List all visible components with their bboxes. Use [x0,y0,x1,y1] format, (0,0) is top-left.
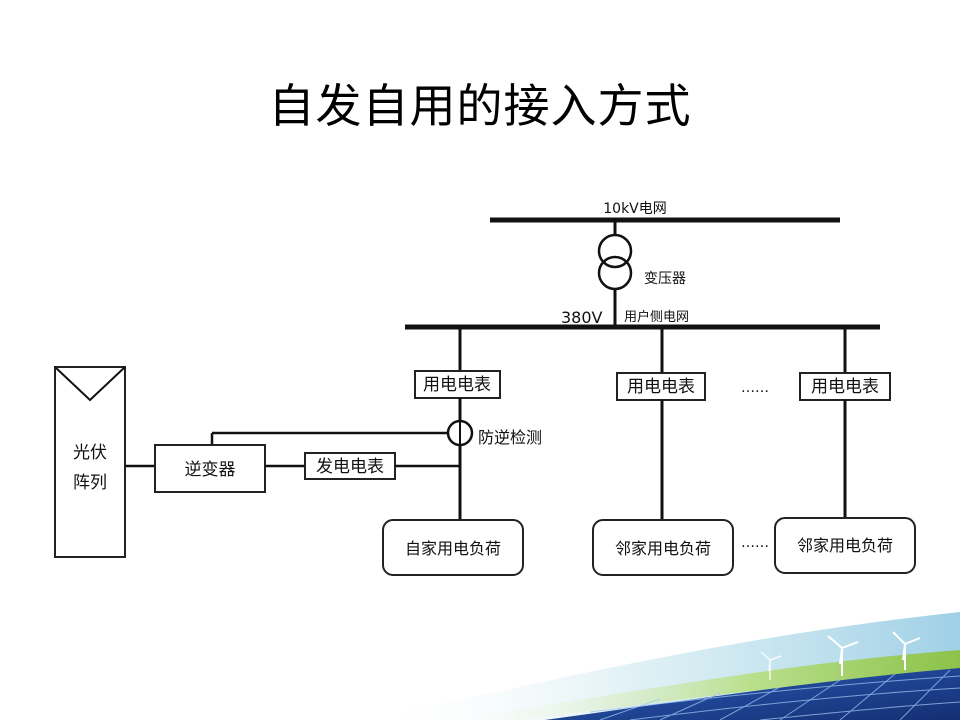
meter-label-2: 用电电表 [627,377,695,397]
pv-label-line2: 阵列 [73,473,107,493]
inverter-box [154,444,266,493]
inverter-label: 逆变器 [185,460,236,480]
gen-meter-box [304,452,396,480]
slide-title: 自发自用的接入方式 [268,79,692,133]
voltage-label: 380V [561,308,603,327]
10kv-grid-label: 10kV电网 [603,201,667,217]
pv-array-symbol [54,366,126,402]
grass-band [440,650,960,720]
meter-box-2 [616,372,706,401]
wind-turbine-icon [760,651,782,680]
meters-ellipsis: …… [741,380,769,396]
load-box-2 [592,519,734,576]
load-box-1 [382,519,524,576]
user-grid-label: 用户侧电网 [624,309,689,325]
loads-ellipsis: …… [741,535,769,551]
pv-label-line1: 光伏 [73,443,107,463]
wind-turbine-icon [827,635,859,676]
transformer-coil-upper [597,233,633,269]
meter-label-3: 用电电表 [811,377,879,397]
gen-meter-label: 发电电表 [316,457,384,477]
load-label-3: 邻家用电负荷 [797,536,893,555]
wind-turbine-icon [892,631,921,670]
transformer-coil-lower [597,255,633,291]
meter-box-3 [799,372,891,401]
meter-label-1: 用电电表 [423,375,491,395]
load-label-1: 自家用电负荷 [405,539,501,558]
anti-reverse-label: 防逆检测 [478,428,542,447]
transformer-label: 变压器 [644,271,686,287]
load-box-3 [774,517,916,574]
solar-panel-grid [589,669,960,720]
load-label-2: 邻家用电负荷 [615,539,711,558]
meter-box-1 [414,370,501,399]
